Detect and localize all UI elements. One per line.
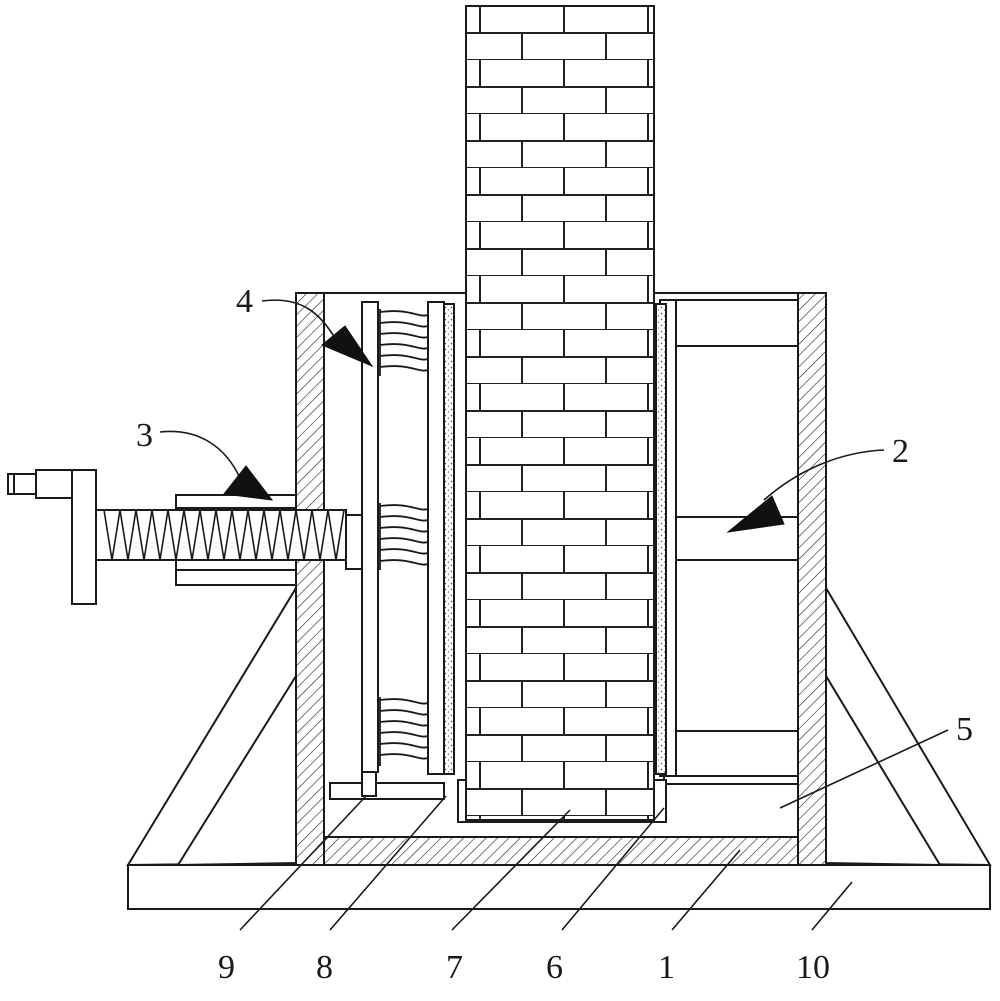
spring-bottom [379,697,429,766]
leader-9 [239,795,367,931]
leader-4 [261,299,337,341]
clamp-plate-assembly [361,301,445,797]
crank-handle[interactable] [7,469,97,605]
leader-8 [329,795,447,931]
callout-6: 6 [546,949,563,986]
arrowheads [223,325,785,533]
spring-top [379,309,429,376]
callout-5: 5 [956,711,973,748]
leader-1 [671,849,741,931]
leader-2 [763,449,885,501]
leader-5 [779,729,949,809]
support-frame [126,584,992,867]
arrowhead-4 [321,325,374,368]
leader-6 [561,807,665,931]
leader-7 [451,809,571,931]
spring-middle [379,503,429,570]
arrowhead-3 [223,465,274,501]
callout-7: 7 [446,949,463,986]
right-filler-block [659,299,799,777]
screw-assembly[interactable] [95,494,363,586]
callout-9: 9 [218,949,235,986]
callout-3: 3 [136,417,153,454]
leader-3 [159,430,241,479]
callout-labels: 4 3 2 5 9 8 7 6 1 10 [136,283,973,986]
callout-2: 2 [892,433,909,470]
leader-lines [159,299,949,931]
callout-8: 8 [316,949,333,986]
callout-10: 10 [796,949,830,986]
base-plate [127,864,991,910]
leader-10 [811,881,853,931]
callout-1: 1 [658,949,675,986]
springs [379,309,429,766]
callout-4: 4 [236,283,253,320]
arrowhead-2 [726,495,785,533]
brick-column [457,5,667,823]
